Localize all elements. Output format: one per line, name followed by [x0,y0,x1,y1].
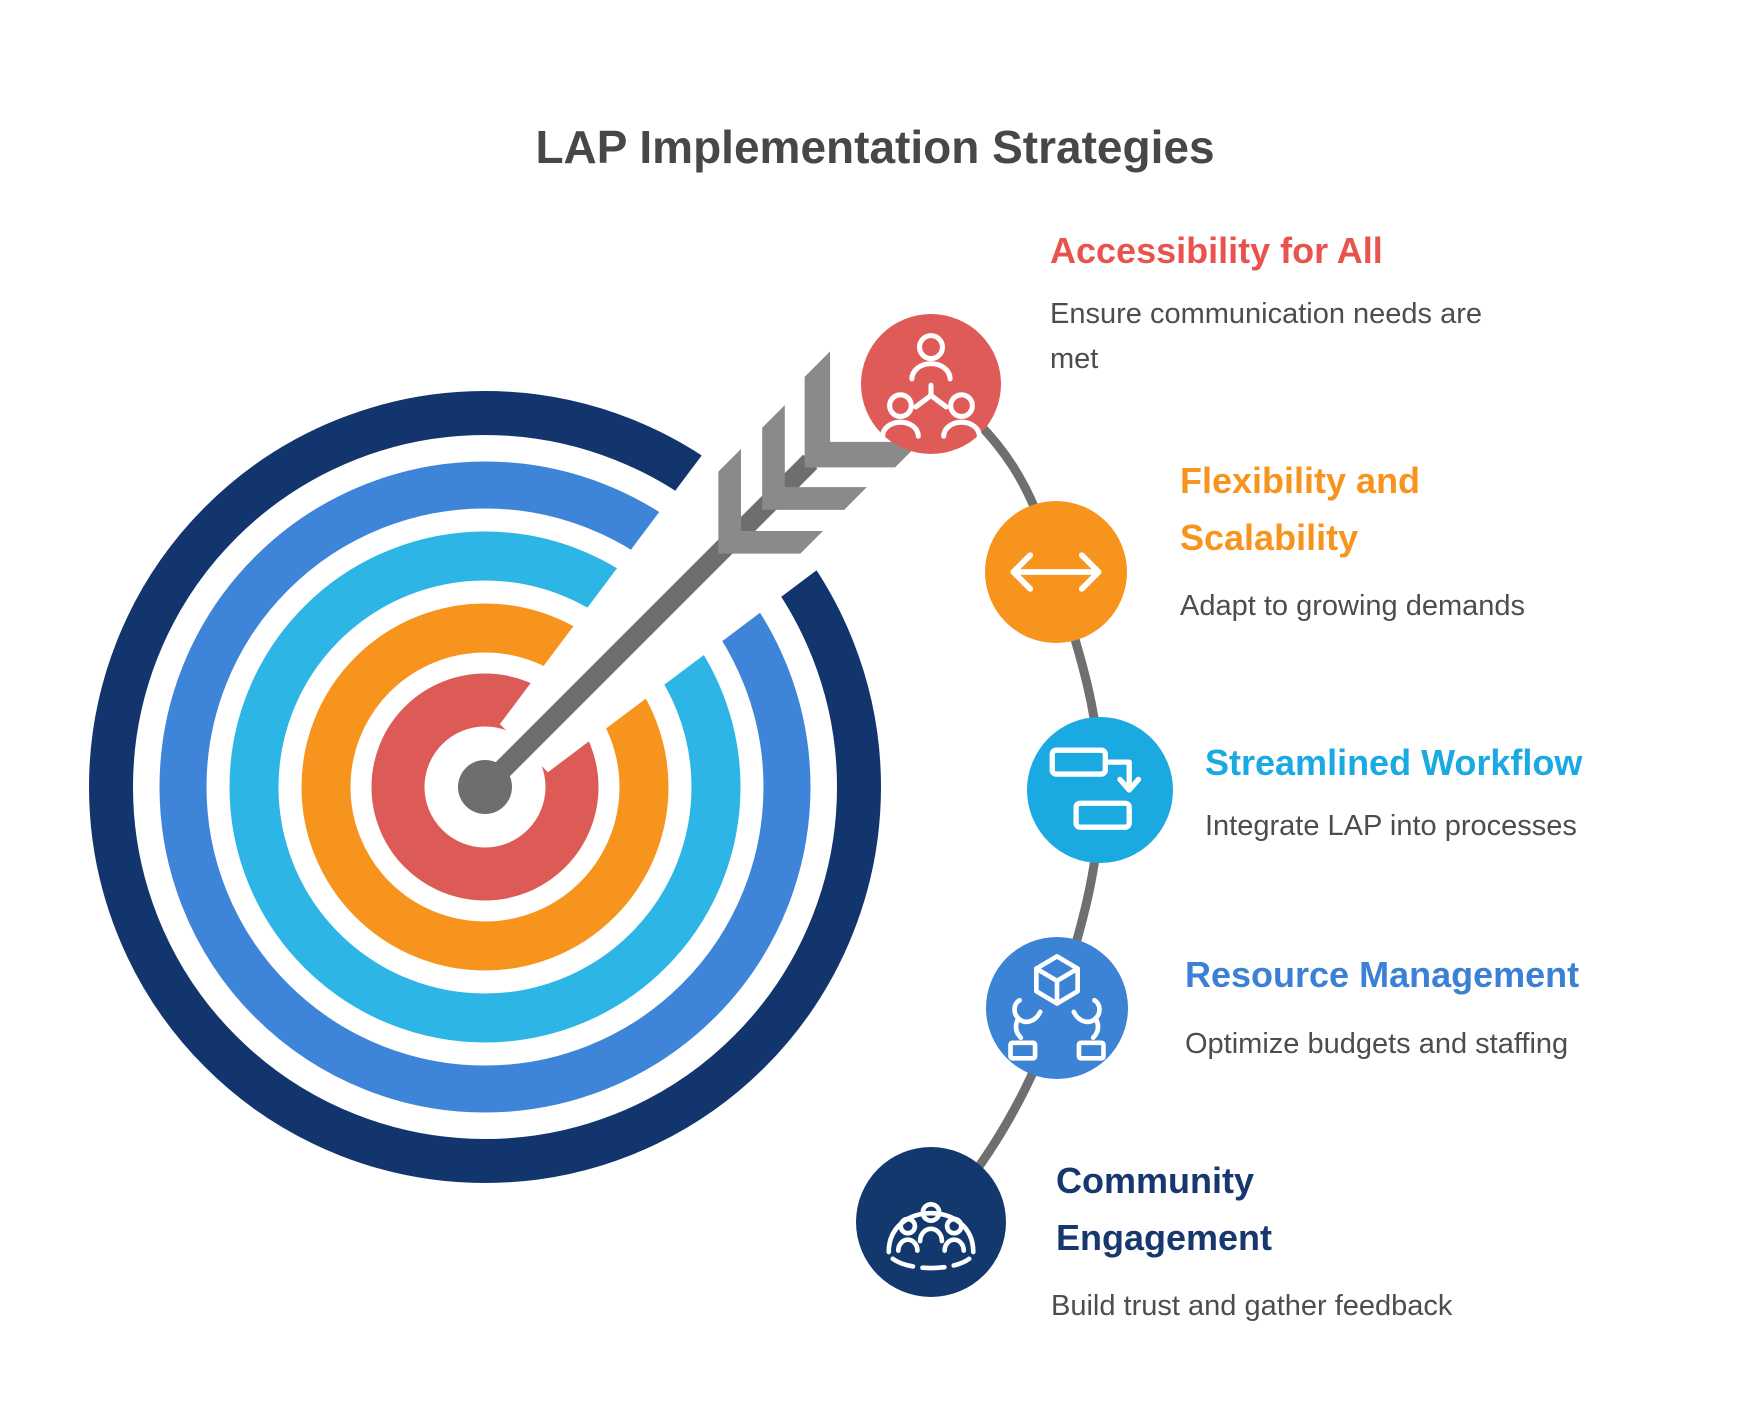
workflow-icon [1049,747,1142,830]
strategy-description: Ensure communication needs are met [1050,298,1483,375]
target-ring-red [371,673,599,901]
target-ring-cyan [229,531,741,1043]
strategy-description: Optimize budgets and staffing [1185,1028,1569,1060]
strategy-description: Adapt to growing demands [1180,590,1525,622]
bullseye-target [89,391,881,1183]
strategy-title: Flexibility and Scalability [1180,460,1421,558]
strategy-node-flexibility [985,501,1127,643]
target-ring-navy [89,391,881,1183]
strategy-title: Accessibility for All [1050,230,1383,271]
arrow-impact-dot [458,760,512,814]
strategy-title: Streamlined Workflow [1205,742,1583,783]
page-title: LAP Implementation Strategies [535,121,1215,173]
arrow-fletching-band [718,449,823,554]
arrow-nock [804,351,921,468]
arrow [458,351,921,814]
people-hierarchy-icon [880,333,982,439]
strategy-title: Community Engagement [1056,1160,1273,1258]
strategy-node-community [856,1147,1006,1297]
strategy-node-resources [986,937,1128,1079]
arrow-fletching-band [762,405,867,510]
hands-holding-cube-icon [1008,954,1106,1061]
strategy-node-workflow [1027,717,1173,863]
horizontal-resize-arrow-icon [1010,552,1102,592]
target-ring-orange [301,603,669,971]
strategy-description: Build trust and gather feedback [1051,1290,1453,1322]
target-ring-blue [159,461,811,1113]
strategy-title: Resource Management [1185,954,1580,995]
strategy-node-accessibility [861,314,1001,454]
community-dome-icon [886,1201,976,1271]
strategy-description: Integrate LAP into processes [1205,810,1577,842]
